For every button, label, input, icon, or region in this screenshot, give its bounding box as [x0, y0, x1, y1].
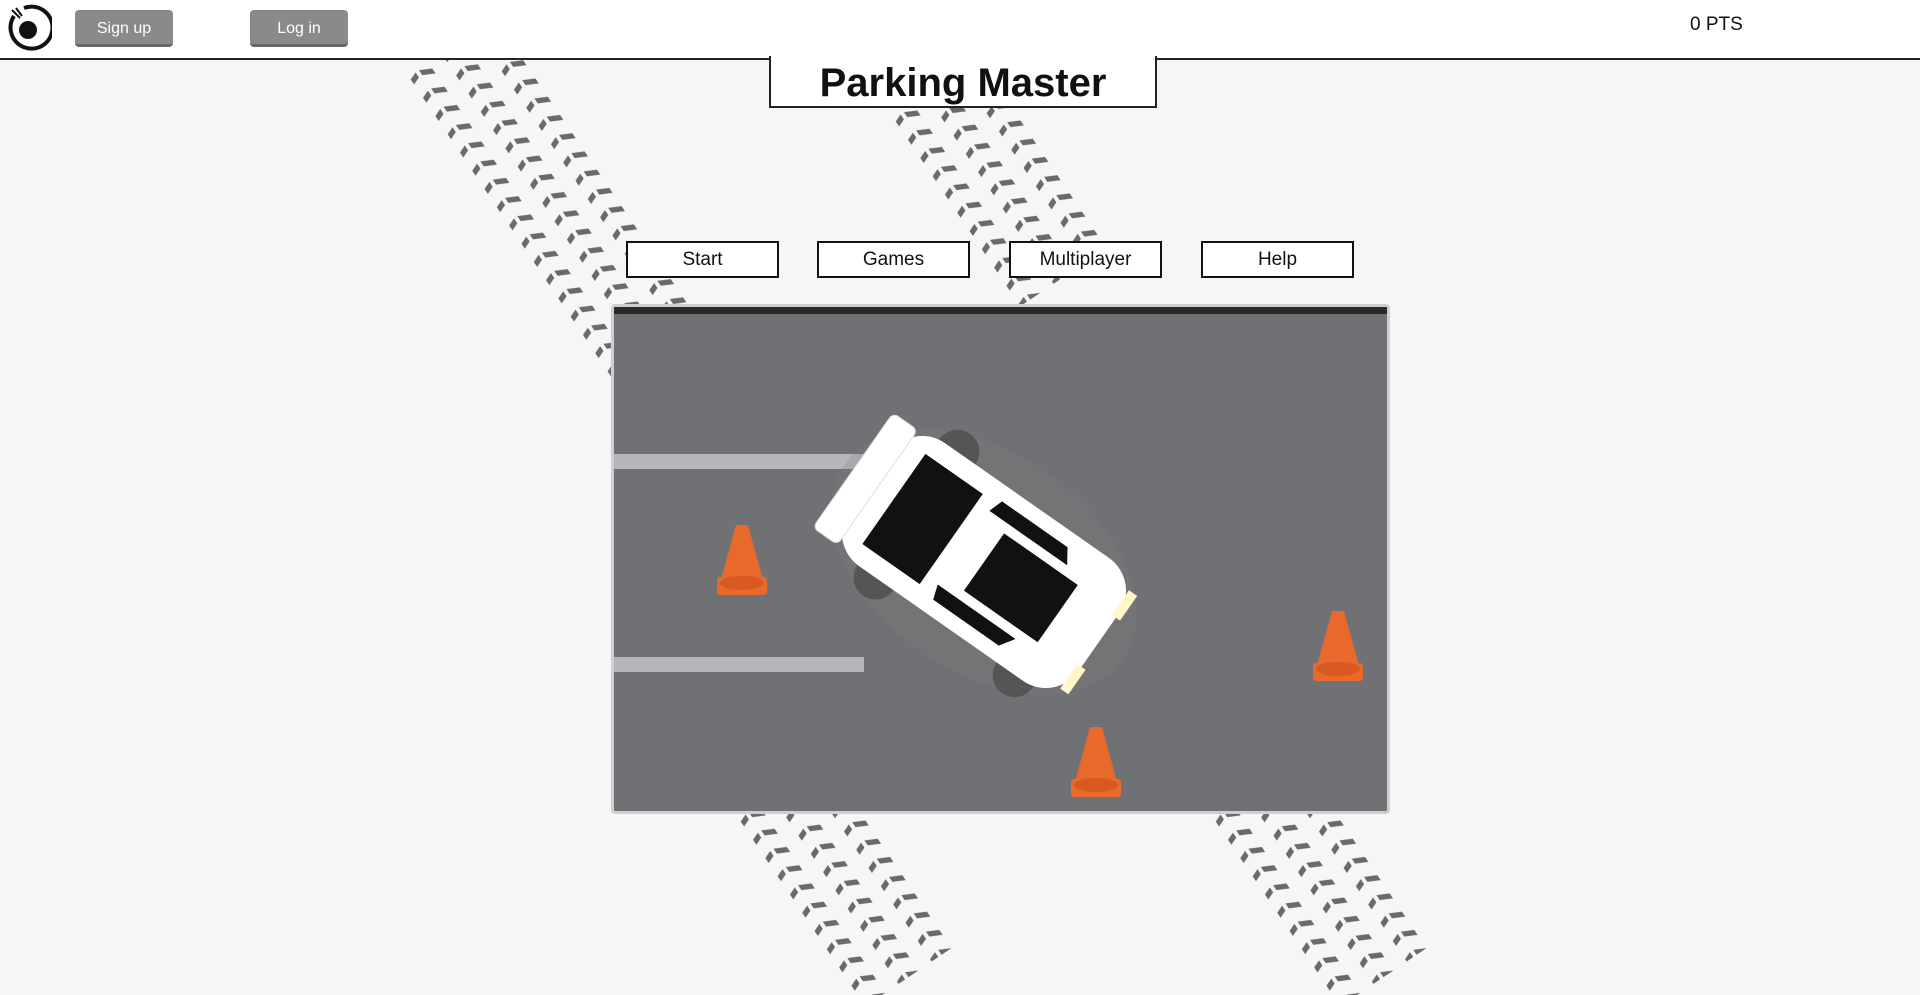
games-button[interactable]: Games — [817, 241, 970, 278]
traffic-cone — [1071, 727, 1121, 797]
page-title: Parking Master — [819, 61, 1107, 105]
game-canvas[interactable] — [611, 304, 1390, 814]
top-bar: Sign up Log in 0 PTS — [0, 0, 1920, 60]
title-box: Parking Master — [769, 56, 1157, 108]
traffic-cone — [717, 525, 767, 595]
help-button[interactable]: Help — [1201, 241, 1354, 278]
game-scene[interactable] — [614, 307, 1387, 811]
game-top-bar — [614, 307, 1387, 314]
traffic-cone — [1313, 611, 1363, 681]
logo-icon — [8, 4, 52, 51]
parking-line — [614, 454, 864, 469]
player-car[interactable] — [782, 374, 1187, 749]
parking-line — [614, 657, 864, 672]
sign-up-button[interactable]: Sign up — [75, 10, 173, 47]
tire-track — [891, 57, 1107, 307]
points-display: 0 PTS — [1690, 14, 1743, 35]
multiplayer-button[interactable]: Multiplayer — [1009, 241, 1162, 278]
start-button[interactable]: Start — [626, 241, 779, 278]
log-in-button[interactable]: Log in — [250, 10, 348, 47]
